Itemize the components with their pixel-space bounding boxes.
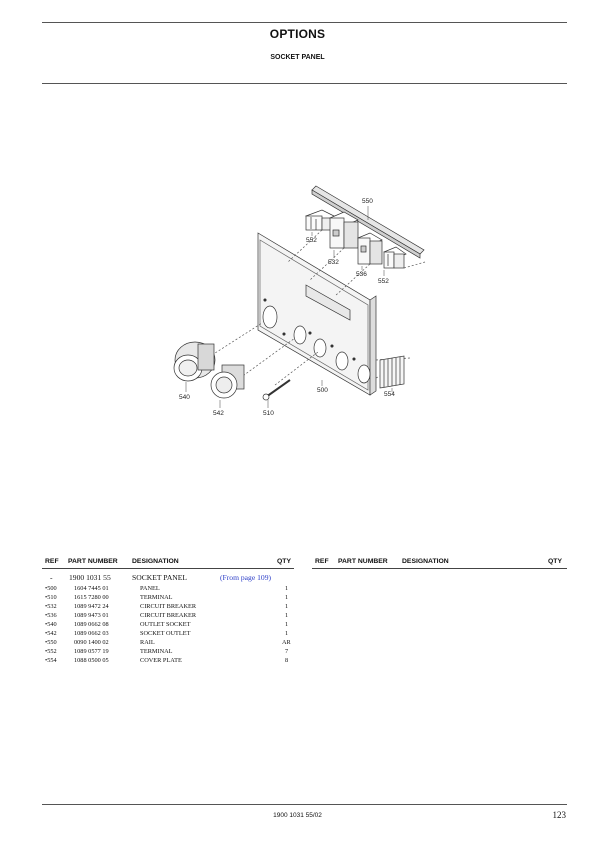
row-designation: TERMINAL	[140, 648, 173, 655]
callout-500: 500	[317, 387, 328, 394]
row-part-number: 1088 0500 05	[74, 657, 109, 664]
row-ref: •500	[45, 585, 57, 592]
callout-552-b: 552	[378, 278, 389, 285]
row-ref: •542	[45, 630, 57, 637]
terminal-510-drawing	[262, 379, 291, 401]
row-part-number: 1604 7445 01	[74, 585, 109, 592]
table-row: •500 1604 7445 01 PANEL 1	[0, 585, 300, 594]
row-part-number: 0090 1400 02	[74, 639, 109, 646]
row-part-number: 1089 0662 03	[74, 630, 109, 637]
row-qty: 1	[285, 612, 289, 619]
callout-510: 510	[263, 410, 274, 417]
table-row: •554 1088 0500 05 COVER PLATE 8	[0, 657, 300, 666]
row-ref: •540	[45, 621, 57, 628]
row-designation: COVER PLATE	[140, 657, 182, 664]
row-qty: 1	[285, 585, 289, 592]
callout-532: 532	[328, 259, 339, 266]
left-header-rule	[42, 568, 294, 569]
outlet-socket-540-drawing	[173, 341, 216, 382]
table-row: •542 1089 0662 03 SOCKET OUTLET 1	[0, 630, 300, 639]
row-designation: OUTLET SOCKET	[140, 621, 191, 628]
right-header-ref: REF	[315, 558, 329, 565]
row-ref: •532	[45, 603, 57, 610]
circuit-breaker-532-drawing	[329, 211, 359, 249]
row-ref: •536	[45, 612, 57, 619]
row-ref: •552	[45, 648, 57, 655]
callout-552-a: 552	[306, 237, 317, 244]
left-header-qty: QTY	[277, 558, 291, 565]
row-qty: 1	[285, 621, 289, 628]
row-ref: •554	[45, 657, 57, 664]
callout-542: 542	[213, 410, 224, 417]
socket-outlet-542-drawing	[210, 364, 245, 399]
callout-554: 554	[384, 391, 395, 398]
row-qty: 1	[285, 594, 289, 601]
table-row: - 1900 1031 55 SOCKET PANEL (From page 1…	[0, 573, 300, 582]
left-header-ref: REF	[45, 558, 59, 565]
row-qty: 1	[285, 630, 289, 637]
left-header-part-number: PART NUMBER	[68, 558, 118, 565]
table-row: •540 1089 0662 08 OUTLET SOCKET 1	[0, 621, 300, 630]
right-header-part-number: PART NUMBER	[338, 558, 388, 565]
top-rule	[42, 22, 567, 23]
page-number: 123	[552, 810, 567, 820]
row-designation: TERMINAL	[140, 594, 173, 601]
terminal-552-drawing-b	[383, 246, 407, 269]
row-ref: -	[50, 573, 53, 582]
table-row: •510 1615 7280 00 TERMINAL 1	[0, 594, 300, 603]
footer-rule	[42, 804, 567, 805]
row-designation: CIRCUIT BREAKER	[140, 603, 197, 610]
row-qty: 8	[285, 657, 289, 664]
right-header-designation: DESIGNATION	[402, 558, 449, 565]
row-part-number: 1089 9472 24	[74, 603, 109, 610]
header-bottom-rule	[42, 83, 567, 84]
row-designation: CIRCUIT BREAKER	[140, 612, 197, 619]
row-part-number: 1900 1031 55	[69, 573, 111, 582]
document-code: 1900 1031 55/02	[273, 812, 322, 819]
circuit-breaker-536-drawing	[357, 232, 383, 265]
row-part-number: 1089 9473 01	[74, 612, 109, 619]
from-page-link[interactable]: (From page 109)	[220, 573, 272, 582]
page-subtitle: SOCKET PANEL	[270, 54, 325, 61]
panel-500-drawing	[257, 232, 377, 396]
callout-540: 540	[179, 394, 190, 401]
callout-550: 550	[362, 198, 373, 205]
row-designation: PANEL	[140, 585, 160, 592]
row-qty: 1	[285, 603, 289, 610]
row-ref: •510	[45, 594, 57, 601]
right-header-rule	[312, 568, 567, 569]
table-row: •550 0090 1400 02 RAIL AR	[0, 639, 300, 648]
table-row: •536 1089 9473 01 CIRCUIT BREAKER 1	[0, 612, 300, 621]
page-title: OPTIONS	[269, 27, 326, 41]
cover-plate-554-drawing	[379, 355, 405, 389]
row-part-number: 1089 0662 08	[74, 621, 109, 628]
row-qty: AR	[282, 639, 291, 646]
row-part-number: 1615 7280 00	[74, 594, 109, 601]
row-part-number: 1089 0577 19	[74, 648, 109, 655]
left-header-designation: DESIGNATION	[132, 558, 179, 565]
table-row: •532 1089 9472 24 CIRCUIT BREAKER 1	[0, 603, 300, 612]
row-designation: RAIL	[140, 639, 155, 646]
row-designation: SOCKET PANEL	[132, 573, 188, 582]
row-designation: SOCKET OUTLET	[140, 630, 191, 637]
row-ref: •550	[45, 639, 57, 646]
table-row: •552 1089 0577 19 TERMINAL 7	[0, 648, 300, 657]
row-qty: 7	[285, 648, 289, 655]
callout-536: 536	[356, 271, 367, 278]
right-header-qty: QTY	[548, 558, 562, 565]
